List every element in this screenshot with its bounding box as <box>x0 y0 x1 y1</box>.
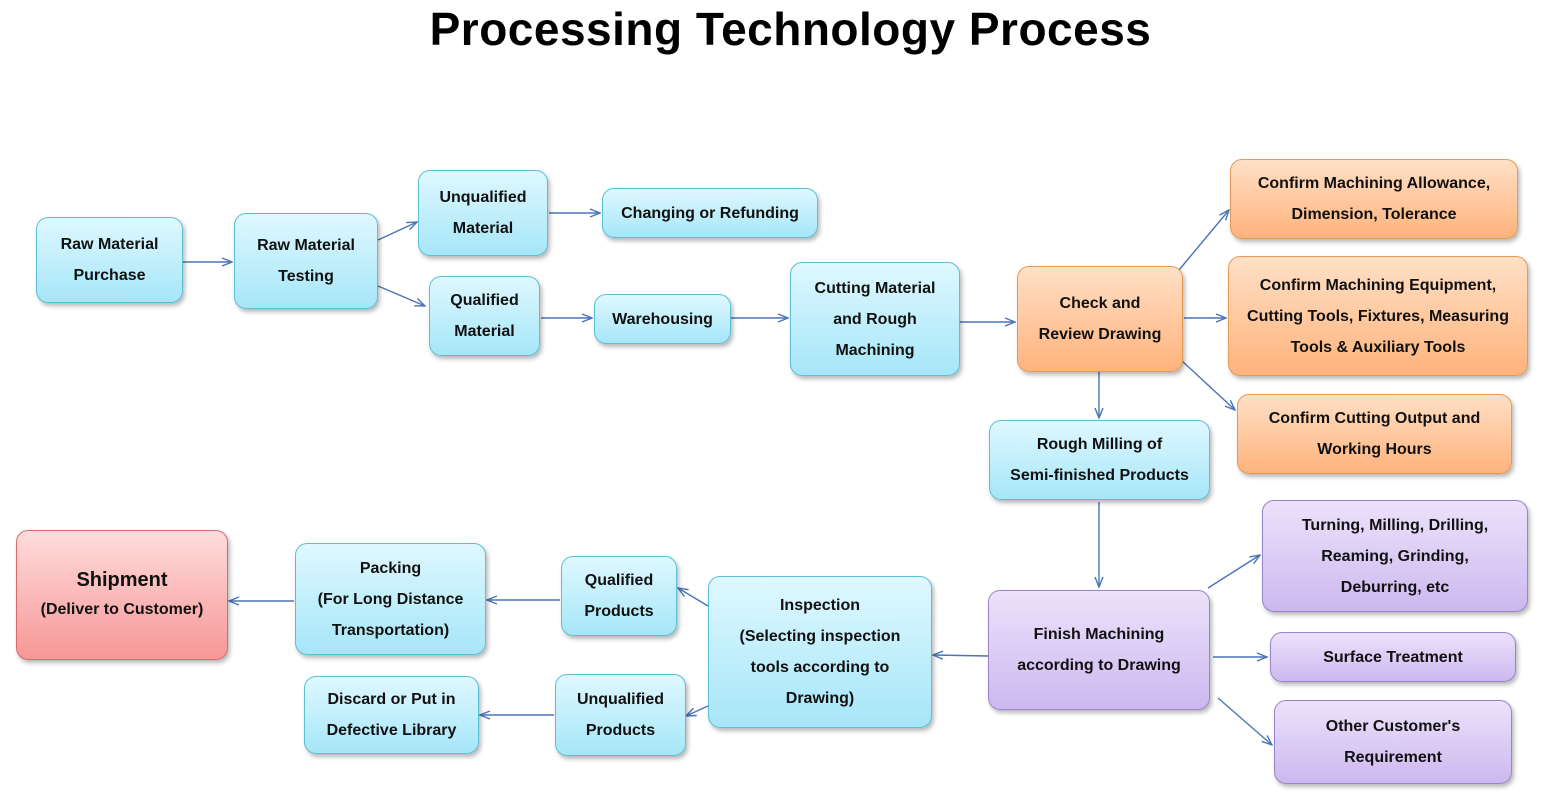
node-qualified-products: Qualified Products <box>561 556 677 636</box>
node-turning-milling: Turning, Milling, Drilling, Reaming, Gri… <box>1262 500 1528 612</box>
arrow-testing-to-qualified <box>377 285 425 306</box>
node-shipment: Shipment (Deliver to Customer) <box>16 530 228 660</box>
node-warehousing: Warehousing <box>594 294 731 344</box>
arrow-check-to-allowance <box>1178 210 1229 271</box>
arrow-check-to-output <box>1180 359 1235 410</box>
node-rough-milling: Rough Milling of Semi-finished Products <box>989 420 1210 500</box>
node-raw-material-testing: Raw Material Testing <box>234 213 378 309</box>
node-unqualified-material: Unqualified Material <box>418 170 548 256</box>
node-confirm-allowance: Confirm Machining Allowance, Dimension, … <box>1230 159 1518 239</box>
arrow-finish-to-other <box>1217 697 1272 745</box>
node-other-requirement: Other Customer's Requirement <box>1274 700 1512 784</box>
node-confirm-equipment: Confirm Machining Equipment, Cutting Too… <box>1228 256 1528 376</box>
node-check-review-drawing: Check and Review Drawing <box>1017 266 1183 372</box>
arrow-finish-to-turning <box>1207 555 1260 589</box>
arrow-finish-to-inspection <box>933 655 989 656</box>
arrow-inspection-to-unqualified <box>686 705 709 716</box>
node-surface-treatment: Surface Treatment <box>1270 632 1516 682</box>
node-confirm-output: Confirm Cutting Output and Working Hours <box>1237 394 1512 474</box>
node-cutting-material: Cutting Material and Rough Machining <box>790 262 960 376</box>
page-title: Processing Technology Process <box>429 3 1152 55</box>
shipment-title: Shipment <box>76 569 168 591</box>
shipment-subtitle: (Deliver to Customer) <box>40 601 204 618</box>
node-qualified-material: Qualified Material <box>429 276 540 356</box>
node-raw-material-purchase: Raw Material Purchase <box>36 217 183 303</box>
arrow-inspection-to-qualified <box>678 588 709 607</box>
node-packing: Packing (For Long Distance Transportatio… <box>295 543 486 655</box>
arrow-testing-to-unqualified <box>377 222 417 241</box>
node-discard: Discard or Put in Defective Library <box>304 676 479 754</box>
node-unqualified-products: Unqualified Products <box>555 674 686 756</box>
node-changing-or-refunding: Changing or Refunding <box>602 188 818 238</box>
node-inspection: Inspection (Selecting inspection tools a… <box>708 576 932 728</box>
node-finish-machining: Finish Machining according to Drawing <box>988 590 1210 710</box>
